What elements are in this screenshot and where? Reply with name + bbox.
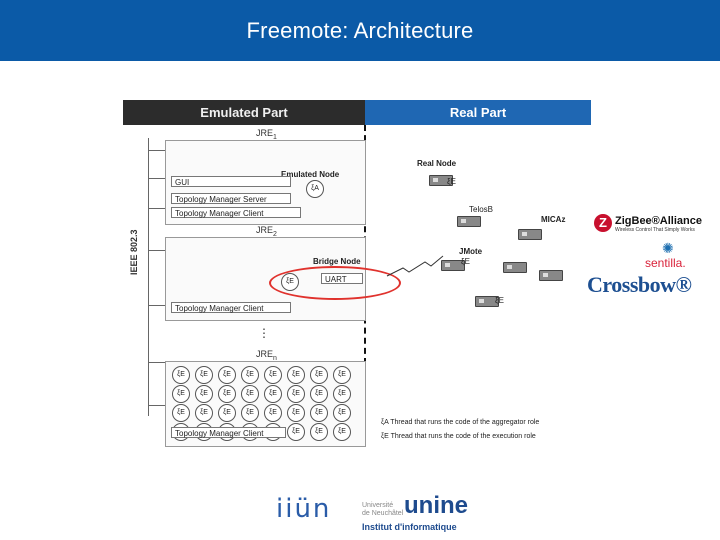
mote — [503, 262, 527, 273]
emulated-thread: ξE — [264, 385, 282, 403]
emulated-thread: ξE — [310, 385, 328, 403]
bus-link — [148, 305, 167, 306]
jre-2-label: JRE2 — [256, 225, 277, 238]
emulated-thread: ξE — [310, 366, 328, 384]
radio-link — [386, 255, 444, 277]
emulated-thread: ξE — [241, 404, 259, 422]
topology-server-box: Topology Manager Server — [171, 193, 291, 204]
unine-logo: unine — [404, 492, 468, 519]
emulated-thread: ξE — [287, 423, 305, 441]
emulated-thread: ξE — [218, 404, 236, 422]
emulated-thread: ξE — [172, 366, 190, 384]
emulated-thread: ξE — [333, 366, 351, 384]
title-bar — [0, 0, 720, 61]
emulated-thread: ξE — [172, 385, 190, 403]
jmote-mote — [441, 260, 465, 271]
emulated-node-label: Emulated Node — [281, 170, 340, 179]
topology-client-box: Topology Manager Client — [171, 427, 286, 438]
micaz-label: MICAz — [541, 215, 566, 224]
jre-n-label: JREn — [256, 349, 277, 362]
gui-box: GUI — [171, 176, 291, 187]
sentilla-logo: sentilla. — [645, 256, 686, 270]
jmote-label: JMote — [459, 247, 483, 256]
emulated-thread: ξE — [241, 385, 259, 403]
crossbow-logo: Crossbow® — [587, 272, 692, 297]
emulated-thread: ξE — [195, 385, 213, 403]
legend-aggregator: ξA Thread that runs the code of the aggr… — [381, 419, 540, 426]
emulated-thread: ξE — [195, 366, 213, 384]
emulated-thread: ξE — [218, 385, 236, 403]
jre-1-label: JRE1 — [256, 128, 277, 141]
mote — [539, 270, 563, 281]
zigbee-name: ZigBee®Alliance — [615, 215, 702, 227]
aggregator-thread: ξA — [306, 180, 324, 198]
bridge-highlight — [269, 266, 401, 300]
emulated-part-header: Emulated Part — [123, 100, 365, 125]
real-mote — [429, 175, 453, 186]
bus-link — [148, 362, 167, 363]
bus-link — [148, 178, 167, 179]
slide-title: Freemote: Architecture — [246, 18, 474, 43]
zigbee-mark: Z — [594, 214, 612, 232]
emulated-thread: ξE — [218, 366, 236, 384]
emulated-thread: ξE — [241, 366, 259, 384]
bus-link — [148, 150, 167, 151]
bus-link — [148, 405, 167, 406]
emulated-thread: ξE — [287, 366, 305, 384]
telosb-label: TelosB — [469, 205, 494, 214]
emulated-thread: ξE — [264, 366, 282, 384]
emulated-thread: ξE — [310, 423, 328, 441]
telosb-mote — [457, 216, 481, 227]
emulated-thread: ξE — [333, 385, 351, 403]
legend-execution: ξE Thread that runs the code of the exec… — [381, 433, 536, 440]
execution-thread: ξE — [447, 177, 456, 186]
bridge-node-label: Bridge Node — [313, 257, 361, 266]
topology-client-box: Topology Manager Client — [171, 207, 301, 218]
real-part-header: Real Part — [365, 100, 591, 125]
mote — [475, 296, 499, 307]
emulated-thread: ξE — [333, 404, 351, 422]
ethernet-bus — [148, 138, 149, 416]
institut-label: Institut d'informatique — [362, 522, 457, 532]
execution-thread: ξE — [495, 296, 504, 305]
micaz-mote — [518, 229, 542, 240]
zigbee-tagline: Wireless Control That Simply Works — [615, 227, 695, 233]
sentilla-mark-icon: ✺ — [662, 240, 674, 256]
real-node-label: Real Node — [417, 159, 457, 168]
topology-client-box: Topology Manager Client — [171, 302, 291, 313]
ellipsis: ⋮ — [258, 326, 270, 340]
bus-link — [148, 250, 167, 251]
emulated-thread: ξE — [333, 423, 351, 441]
iiun-logo: iiün — [276, 494, 332, 524]
emulated-thread: ξE — [172, 404, 190, 422]
execution-thread: ξE — [461, 257, 470, 266]
emulated-thread: ξE — [287, 385, 305, 403]
emulated-thread: ξE — [195, 404, 213, 422]
emulated-thread: ξE — [264, 404, 282, 422]
emulated-thread: ξE — [310, 404, 328, 422]
emulated-thread: ξE — [287, 404, 305, 422]
bus-label: IEEE 802.3 — [129, 229, 139, 275]
architecture-diagram: Emulated Part Real Part IEEE 802.3 JRE1 … — [123, 100, 591, 447]
bus-link — [148, 208, 167, 209]
